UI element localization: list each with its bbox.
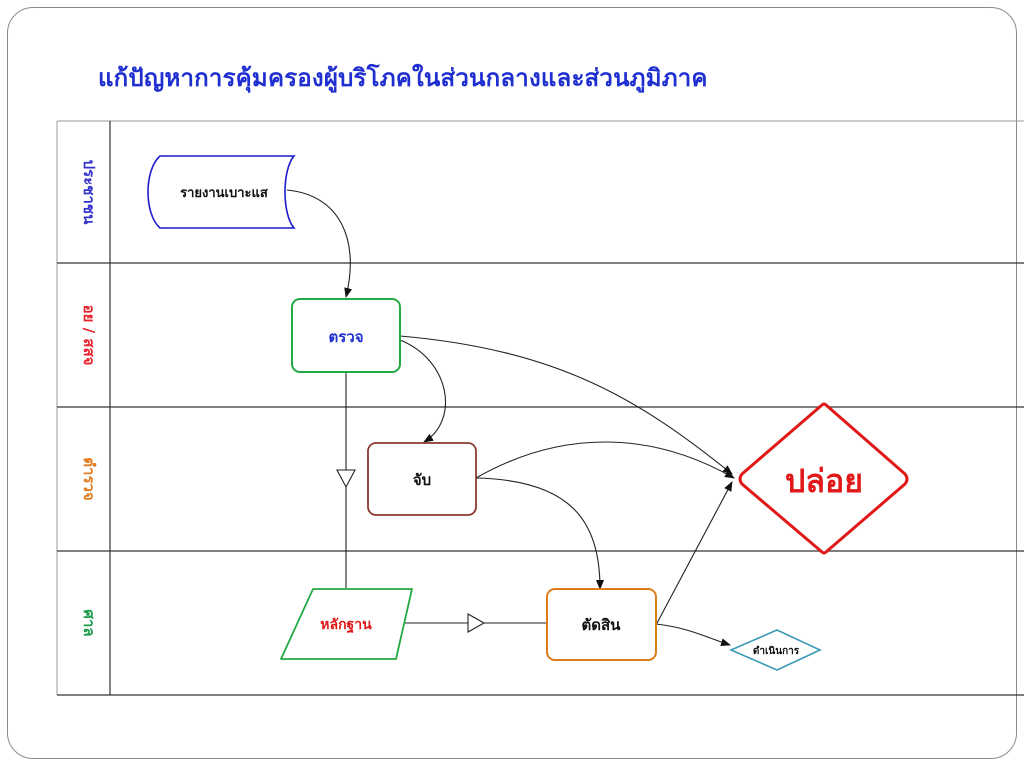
slide-frame <box>7 7 1017 759</box>
edge-judge-to-proceed <box>655 623 731 647</box>
edge-report-to-inspect <box>286 189 353 298</box>
lane-label-police: ตำรวจ <box>80 457 98 500</box>
node-arrest-label: จับ <box>413 471 431 489</box>
edge-inspect-to-arrest <box>399 339 447 443</box>
node-proceed-label: ดำเนินการ <box>753 645 800 657</box>
node-arrest: จับ <box>367 442 477 516</box>
node-evidence-label: หลักฐาน <box>320 617 372 634</box>
edge-arrest-to-judge <box>475 477 604 590</box>
swimlane-grid <box>56 120 1024 696</box>
node-release-label: ปล่อย <box>785 462 863 500</box>
node-inspect: ตรวจ <box>291 298 401 373</box>
node-inspect-label: ตรวจ <box>328 328 363 346</box>
node-proceed: ดำเนินการ <box>728 629 822 671</box>
lane-label-public: ประชาชน <box>80 160 98 225</box>
edge-judge-to-release <box>655 481 733 626</box>
lane-label-court: ศาล <box>80 609 98 636</box>
flow-triangle-vertical <box>336 469 356 489</box>
lane-label-fda: อย / สสจ <box>80 305 98 366</box>
node-release: ปล่อย <box>738 402 909 555</box>
flow-triangle-horizontal <box>467 613 486 633</box>
node-judge: ตัดสิน <box>546 588 657 661</box>
slide-title: แก้ปัญหาการคุ้มครองผู้บริโภคในส่วนกลางแล… <box>98 63 708 92</box>
node-report-label: รายงานเบาะแส <box>180 186 268 201</box>
node-report: รายงานเบาะแส <box>147 155 296 229</box>
node-evidence: หลักฐาน <box>280 588 413 660</box>
edge-arrest-to-release <box>475 441 735 479</box>
node-judge-label: ตัดสิน <box>582 616 622 634</box>
connectors <box>286 189 735 647</box>
edge-inspect-to-release <box>399 335 733 475</box>
